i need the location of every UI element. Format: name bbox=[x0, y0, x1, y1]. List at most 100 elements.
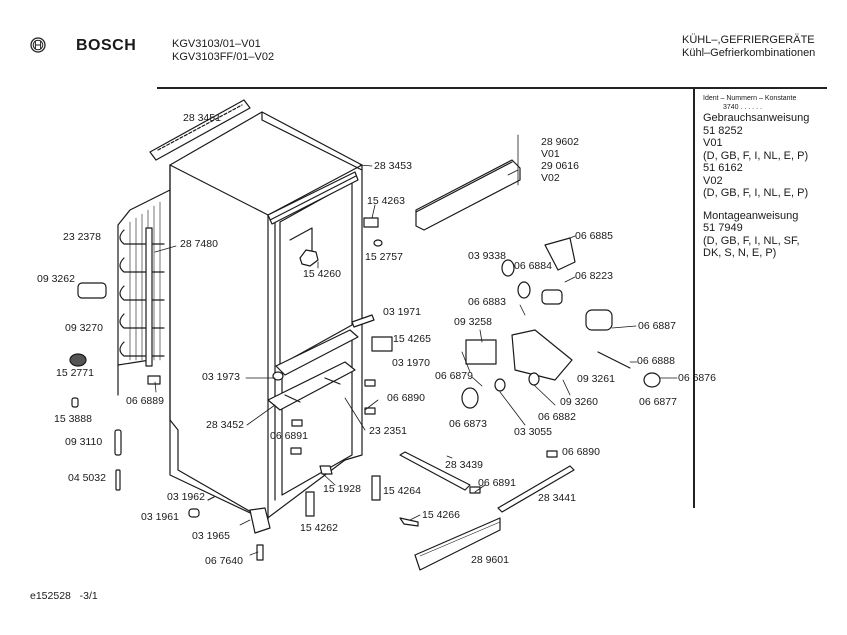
leader-lines bbox=[155, 135, 677, 555]
part-label: 03 3055 bbox=[514, 426, 552, 438]
part-label: 06 6887 bbox=[638, 320, 676, 332]
part-152757 bbox=[374, 240, 382, 246]
brand-name: BOSCH bbox=[76, 37, 137, 54]
part-label: 23 2378 bbox=[63, 231, 101, 243]
part-066882 bbox=[529, 373, 539, 385]
part-153888 bbox=[72, 398, 78, 407]
part-label: 28 3441 bbox=[538, 492, 576, 504]
ident-label: Ident – Nummern – Konstante bbox=[703, 95, 797, 102]
part-label: 09 3261 bbox=[577, 373, 615, 385]
part-152771 bbox=[70, 354, 86, 366]
part-label: 15 4265 bbox=[393, 333, 431, 345]
part-066891a bbox=[292, 420, 302, 426]
part-label: 03 1962 bbox=[167, 491, 205, 503]
part-label: 09 3258 bbox=[454, 316, 492, 328]
part-154265 bbox=[372, 337, 392, 351]
usage-languages: (D, GB, F, I, NL, E, P) bbox=[703, 149, 809, 162]
usage-version: V02 bbox=[703, 174, 723, 187]
part-093110 bbox=[115, 430, 121, 455]
part-067640 bbox=[257, 545, 263, 560]
part-031971 bbox=[352, 315, 374, 327]
part-066891b bbox=[470, 487, 480, 493]
part-label: 04 5032 bbox=[68, 472, 106, 484]
strip-283439 bbox=[400, 452, 470, 490]
part-label: 03 1971 bbox=[383, 306, 421, 318]
part-label: 09 3270 bbox=[65, 322, 103, 334]
part-154264 bbox=[372, 476, 380, 500]
part-066891a-2 bbox=[291, 448, 301, 454]
part-label: 06 6876 bbox=[678, 372, 716, 384]
strip-283441 bbox=[498, 466, 574, 512]
part-066873 bbox=[462, 388, 478, 408]
part-label: 03 1973 bbox=[202, 371, 240, 383]
part-label: 28 9601 bbox=[471, 554, 509, 566]
part-label: 15 4260 bbox=[303, 268, 341, 280]
mounting-languages: DK, S, N, E, P) bbox=[703, 247, 777, 259]
part-039338 bbox=[502, 260, 514, 276]
part-label: 06 6879 bbox=[435, 370, 473, 382]
part-093262 bbox=[78, 283, 106, 298]
part-label: 03 1965 bbox=[192, 530, 230, 542]
sidebar-divider bbox=[693, 88, 695, 508]
category-subtitle: Kühl–Gefrierkombinationen bbox=[682, 47, 816, 59]
part-label: 28 3452 bbox=[206, 419, 244, 431]
part-068223 bbox=[542, 290, 562, 304]
mounting-number: 51 7949 bbox=[703, 222, 743, 234]
part-label: 28 3453 bbox=[374, 160, 412, 172]
part-066876 bbox=[644, 373, 660, 387]
page-number: -3/1 bbox=[79, 590, 98, 602]
document-code: e152528 bbox=[30, 590, 71, 602]
part-066890a-2 bbox=[365, 408, 375, 414]
part-label: 06 7640 bbox=[205, 555, 243, 567]
model-numbers: KGV3103/01–V01 KGV3103FF/01–V02 bbox=[172, 38, 274, 64]
part-label: 06 6888 bbox=[637, 355, 675, 367]
part-066889 bbox=[148, 376, 160, 384]
part-031962 bbox=[208, 497, 214, 500]
part-label: 23 2351 bbox=[369, 425, 407, 437]
part-label: 09 3262 bbox=[37, 273, 75, 285]
header-divider bbox=[157, 87, 827, 89]
usage-number: 51 6162 bbox=[703, 162, 743, 174]
part-066890a bbox=[365, 380, 375, 386]
part-154262 bbox=[306, 492, 314, 516]
usage-number: 51 8252 bbox=[703, 124, 743, 137]
part-066888 bbox=[598, 352, 630, 368]
category: KÜHL–,GEFRIERGERÄTE Kühl–Gefrierkombinat… bbox=[682, 34, 815, 60]
category-title: KÜHL–,GEFRIERGERÄTE bbox=[682, 34, 815, 46]
part-151928 bbox=[320, 466, 332, 474]
part-label: 06 6891 bbox=[478, 477, 516, 489]
part-label: 06 6889 bbox=[126, 395, 164, 407]
part-label: 06 6882 bbox=[538, 411, 576, 423]
top-grille bbox=[150, 100, 250, 160]
part-label: 09 3260 bbox=[560, 396, 598, 408]
model-number: KGV3103/01–V01 bbox=[172, 38, 261, 50]
usage-languages: (D, GB, F, I, NL, E, P) bbox=[703, 187, 809, 199]
part-label: V02 bbox=[541, 172, 560, 184]
part-045032 bbox=[116, 470, 120, 490]
part-031973 bbox=[273, 372, 283, 380]
bosch-armature-icon bbox=[30, 37, 46, 53]
part-093260 bbox=[512, 330, 572, 380]
usage-version: V01 bbox=[703, 137, 723, 149]
part-031961 bbox=[189, 509, 199, 517]
part-066884 bbox=[518, 282, 530, 298]
part-label: 06 6877 bbox=[639, 396, 677, 408]
part-label: 06 6885 bbox=[575, 230, 613, 242]
part-154263 bbox=[364, 218, 378, 227]
document-info-panel: Ident – Nummern – Konstante 3740 . . . .… bbox=[703, 94, 809, 260]
mounting-languages: (D, GB, F, I, NL, SF, bbox=[703, 234, 800, 247]
part-label: 06 6890 bbox=[562, 446, 600, 458]
part-label: 15 4264 bbox=[383, 485, 421, 497]
part-093258 bbox=[466, 340, 496, 364]
mounting-title: Montageanweisung bbox=[703, 209, 799, 222]
part-label: 15 2757 bbox=[365, 251, 403, 263]
model-number: KGV3103FF/01–V02 bbox=[172, 51, 275, 63]
part-label: V01 bbox=[541, 148, 560, 160]
cabinet-body bbox=[170, 112, 362, 520]
door-handle-top bbox=[416, 160, 520, 230]
part-066890b bbox=[547, 451, 557, 457]
part-label: 06 6883 bbox=[468, 296, 506, 308]
part-label: 28 7480 bbox=[180, 238, 218, 250]
part-label: 28 9602 bbox=[541, 136, 579, 148]
